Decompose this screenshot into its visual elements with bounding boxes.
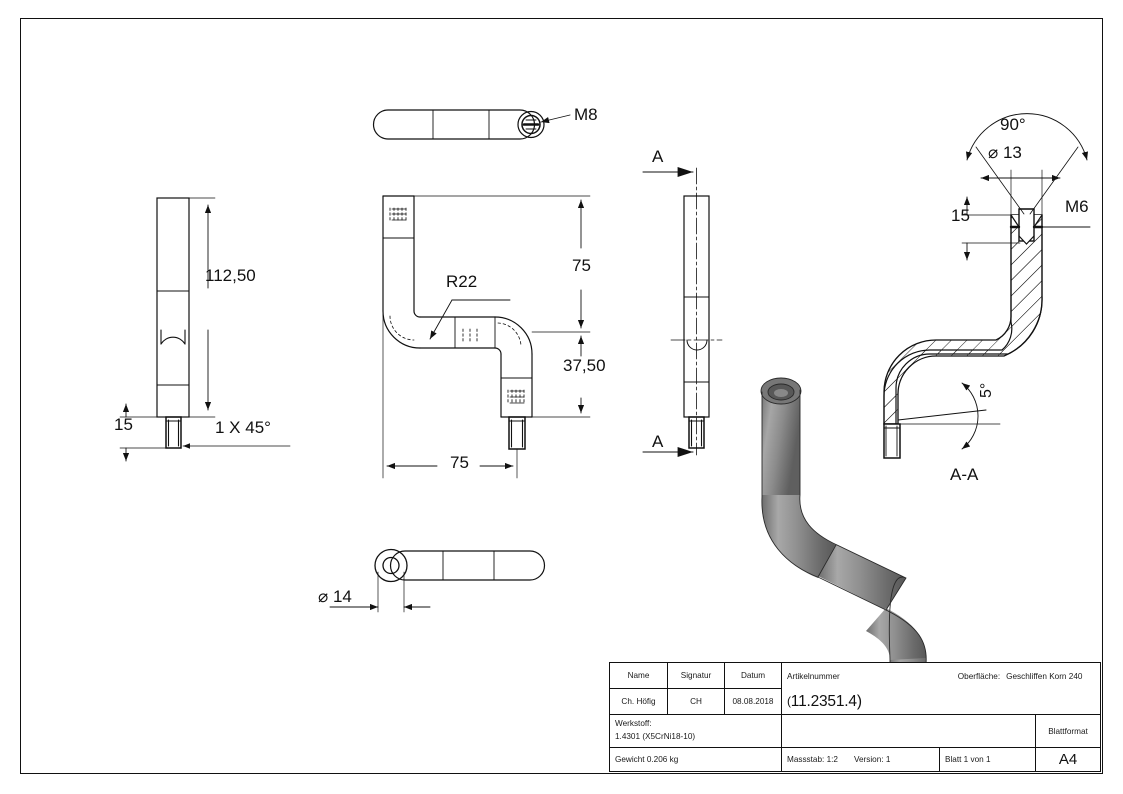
dim-label-chamfer: 1 X 45° — [215, 418, 271, 437]
dim-112-50 — [188, 197, 216, 418]
title-block-row-material: Werkstoff: 1.4301 (X5CrNi18-10) Blattfor… — [610, 715, 1100, 748]
view-main-profile — [382, 195, 533, 450]
scale-cell: Massstab: 1:2 Version: 1 — [782, 748, 940, 771]
dim-label-75-vertical: 75 — [572, 256, 591, 275]
article-number-paren-close: ) — [856, 692, 862, 710]
dim-37-50 — [531, 335, 591, 418]
surface-label: Oberfläche: — [957, 671, 1001, 681]
view-top — [372, 109, 545, 140]
dim-label-5-deg: 5° — [978, 382, 995, 398]
dim-label-dia-13: ⌀ 13 — [988, 143, 1022, 162]
dim-dia-14 — [329, 571, 431, 613]
value-name: Ch. Höfig — [610, 689, 668, 715]
view-bottom — [374, 548, 546, 583]
sheet-format-label: Blattformat — [1036, 715, 1100, 748]
dim-label-37-50: 37,50 — [563, 356, 606, 375]
notes-cell — [782, 715, 1036, 748]
header-article-number: Artikelnummer Oberfläche: Geschliffen Ko… — [782, 663, 1100, 689]
title-block-row-footer: Gewicht 0.206 kg Massstab: 1:2 Version: … — [610, 748, 1100, 771]
scale-value: Massstab: 1:2 — [787, 755, 838, 764]
article-number-text: (11.2351.4) — [787, 693, 862, 711]
dim-label-90-deg: 90° — [1000, 115, 1026, 134]
header-name: Name — [610, 663, 668, 689]
header-date: Datum — [725, 663, 782, 689]
dim-label-112-50: 112,50 — [205, 266, 256, 285]
version-value: Version: 1 — [853, 755, 891, 764]
view-section-aa — [883, 113, 1091, 459]
title-block: Name Signatur Datum Artikelnummer Oberfl… — [609, 662, 1101, 772]
sheet-format-value: A4 — [1058, 751, 1078, 768]
material-label: Werkstoff: — [615, 719, 652, 729]
article-number-paren-open: ( — [787, 693, 791, 708]
article-number-value: 11.2351.4 — [790, 692, 857, 710]
view-left-profile — [156, 197, 190, 449]
leader-r22 — [429, 299, 511, 340]
section-label-a-bottom: A — [652, 432, 664, 451]
view-side-narrow — [670, 167, 723, 456]
value-date: 08.08.2018 — [725, 689, 782, 715]
dim-label-dia-14: ⌀ 14 — [318, 587, 352, 606]
dim-label-15-right: 15 — [951, 206, 970, 225]
dim-label-m8: M8 — [574, 105, 598, 124]
section-view-label: A-A — [950, 465, 979, 484]
material-cell: Werkstoff: 1.4301 (X5CrNi18-10) — [610, 715, 782, 748]
dim-75-vertical — [413, 195, 591, 333]
header-signature: Signatur — [668, 663, 725, 689]
material-value: 1.4301 (X5CrNi18-10) — [615, 732, 696, 741]
article-number-label: Artikelnummer — [787, 671, 840, 681]
page-border — [20, 18, 1103, 774]
sheet-count-cell: Blatt 1 von 1 — [940, 748, 1036, 771]
dim-label-15-left: 15 — [114, 415, 133, 434]
title-block-row-headers: Name Signatur Datum Artikelnummer Oberfl… — [610, 663, 1100, 689]
dim-label-m6: M6 — [1065, 197, 1089, 216]
dim-15-left — [119, 403, 167, 462]
value-signature: CH — [668, 689, 725, 715]
dim-label-r22: R22 — [446, 272, 478, 291]
leader-m8 — [540, 114, 571, 124]
weight-cell: Gewicht 0.206 kg — [610, 748, 782, 771]
surface-value: Geschliffen Korn 240 — [1006, 671, 1083, 681]
dim-label-75-horizontal: 75 — [450, 453, 469, 472]
section-label-a-top: A — [652, 147, 664, 166]
dim-75-horizontal — [382, 310, 518, 479]
title-block-row-values: Ch. Höfig CH 08.08.2018 (11.2351.4) — [610, 689, 1100, 715]
value-article-number: (11.2351.4) — [782, 689, 1100, 715]
